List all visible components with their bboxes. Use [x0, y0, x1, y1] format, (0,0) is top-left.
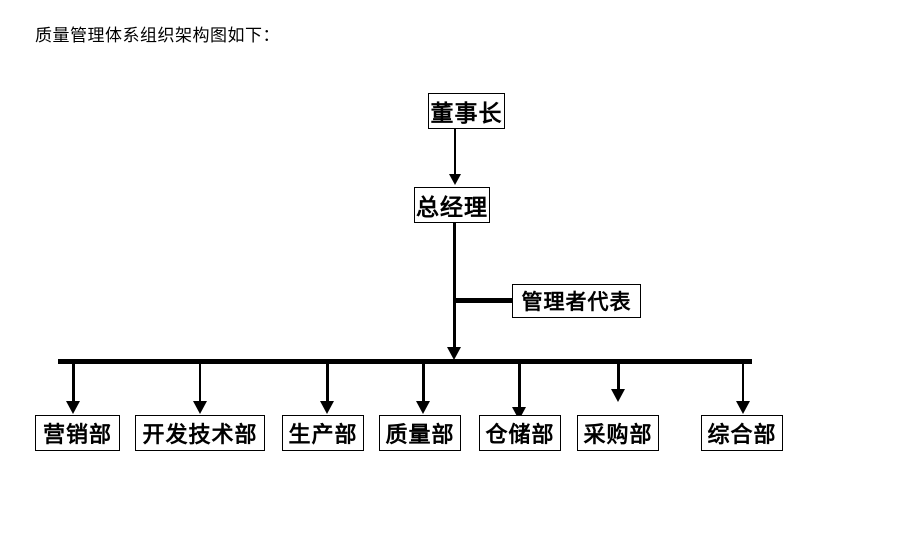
- connector-gm-trunk-line: [453, 223, 456, 349]
- connector-drop-procurement-line: [617, 361, 620, 391]
- connector-gm-to-management-representative-line: [455, 298, 515, 303]
- connector-drop-general-affairs-arrow-icon: [736, 401, 750, 414]
- connector-drop-procurement-arrow-icon: [611, 389, 625, 402]
- connector-drop-warehouse-line: [518, 361, 521, 409]
- node-general-manager[interactable]: 总经理: [414, 187, 490, 223]
- connector-drop-general-affairs-line: [742, 361, 744, 403]
- node-management-representative[interactable]: 管理者代表: [512, 284, 641, 318]
- connector-drop-quality-arrow-icon: [416, 401, 430, 414]
- node-dept-development-technology[interactable]: 开发技术部: [135, 415, 265, 451]
- node-dept-production[interactable]: 生产部: [282, 415, 364, 451]
- connector-drop-production-arrow-icon: [320, 401, 334, 414]
- node-chairman[interactable]: 董事长: [428, 93, 505, 129]
- node-dept-quality[interactable]: 质量部: [379, 415, 461, 451]
- node-dept-marketing[interactable]: 营销部: [35, 415, 120, 451]
- connector-drop-marketing-arrow-icon: [66, 401, 80, 414]
- node-dept-procurement[interactable]: 采购部: [577, 415, 659, 451]
- connector-drop-development-technology-line: [199, 361, 201, 403]
- connector-drop-development-technology-arrow-icon: [193, 401, 207, 414]
- page-title: 质量管理体系组织架构图如下：: [35, 26, 280, 45]
- connector-drop-marketing-line: [72, 361, 75, 403]
- connector-drop-quality-line: [422, 361, 425, 403]
- node-dept-general-affairs[interactable]: 综合部: [701, 415, 783, 451]
- connector-gm-trunk-arrow-icon: [447, 347, 461, 360]
- department-bus-bar: [58, 359, 752, 364]
- connector-chairman-to-gm-arrow-icon: [449, 174, 461, 185]
- node-dept-warehouse[interactable]: 仓储部: [479, 415, 561, 451]
- connector-drop-production-line: [326, 361, 329, 403]
- connector-chairman-to-gm-line: [454, 129, 456, 174]
